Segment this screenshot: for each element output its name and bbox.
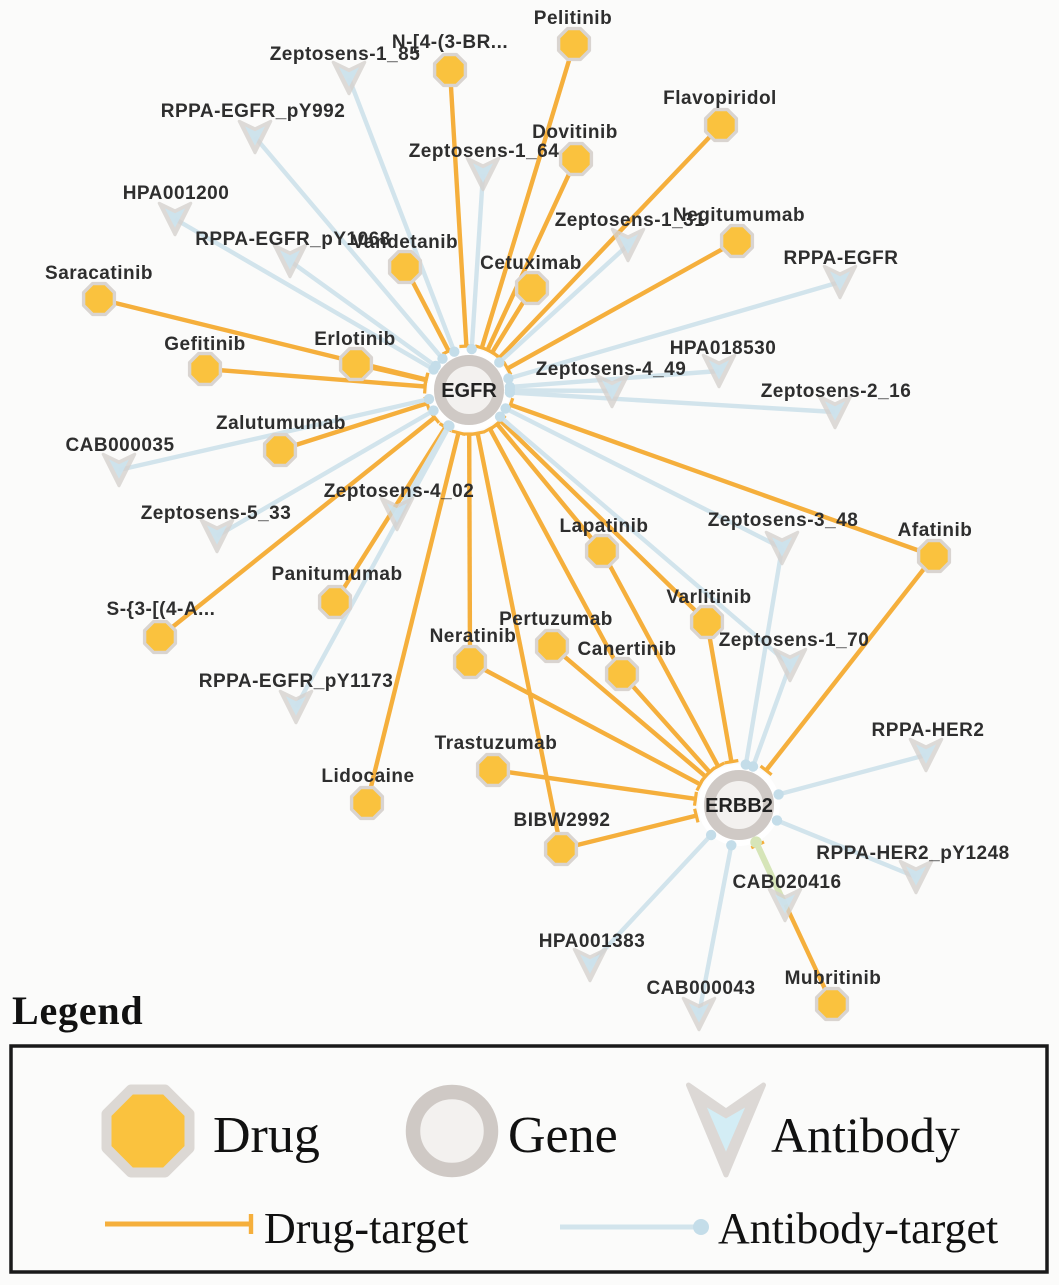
svg-text:RPPA-EGFR: RPPA-EGFR: [784, 248, 899, 269]
svg-text:Flavopiridol: Flavopiridol: [663, 88, 777, 109]
svg-text:Afatinib: Afatinib: [898, 520, 973, 541]
svg-text:Drug: Drug: [213, 1107, 320, 1164]
svg-text:CAB020416: CAB020416: [732, 872, 841, 893]
svg-text:Negitumumab: Negitumumab: [673, 205, 805, 226]
svg-text:Zeptosens-1_31: Zeptosens-1_31: [555, 210, 706, 231]
svg-text:Trastuzumab: Trastuzumab: [435, 733, 558, 754]
svg-text:Dovitinib: Dovitinib: [532, 122, 618, 143]
svg-text:CAB000043: CAB000043: [646, 978, 755, 999]
svg-text:Antibody: Antibody: [771, 1107, 960, 1163]
svg-text:Panitumumab: Panitumumab: [271, 564, 402, 585]
svg-text:RPPA-HER2: RPPA-HER2: [872, 720, 985, 741]
svg-text:HPA001383: HPA001383: [539, 931, 646, 952]
svg-text:Zeptosens-5_33: Zeptosens-5_33: [141, 503, 292, 524]
svg-text:RPPA-EGFR_pY992: RPPA-EGFR_pY992: [161, 101, 346, 122]
svg-text:Pelitinib: Pelitinib: [534, 8, 612, 29]
svg-text:Zeptosens-2_16: Zeptosens-2_16: [761, 381, 912, 402]
svg-text:Vandetanib: Vandetanib: [352, 232, 458, 253]
svg-text:Antibody-target: Antibody-target: [718, 1204, 998, 1253]
svg-text:Zeptosens-3_48: Zeptosens-3_48: [708, 510, 859, 531]
svg-text:Drug-target: Drug-target: [264, 1204, 468, 1253]
svg-text:Pertuzumab: Pertuzumab: [499, 609, 613, 630]
svg-text:BIBW2992: BIBW2992: [514, 810, 611, 831]
svg-text:ERBB2: ERBB2: [705, 795, 773, 817]
svg-text:Zalutumumab: Zalutumumab: [216, 413, 346, 434]
svg-text:Zeptosens-1_64: Zeptosens-1_64: [409, 141, 560, 162]
svg-text:RPPA-HER2_pY1248: RPPA-HER2_pY1248: [816, 843, 1010, 864]
svg-text:RPPA-EGFR_pY1173: RPPA-EGFR_pY1173: [199, 671, 394, 692]
svg-text:HPA018530: HPA018530: [670, 338, 777, 359]
svg-text:Gene: Gene: [508, 1107, 618, 1164]
svg-text:S-{3-[(4-A...: S-{3-[(4-A...: [107, 599, 216, 620]
svg-text:RPPA-EGFR_pY1068: RPPA-EGFR_pY1068: [195, 229, 391, 250]
svg-text:EGFR: EGFR: [441, 380, 497, 402]
svg-text:CAB000035: CAB000035: [65, 435, 174, 456]
svg-text:Gefitinib: Gefitinib: [164, 334, 246, 355]
svg-text:HPA001200: HPA001200: [123, 183, 230, 204]
svg-text:Cetuximab: Cetuximab: [480, 253, 582, 274]
svg-text:Mubritinib: Mubritinib: [785, 968, 882, 989]
svg-text:Varlitinib: Varlitinib: [666, 587, 751, 608]
svg-text:Legend: Legend: [12, 988, 143, 1033]
svg-text:Canertinib: Canertinib: [578, 639, 677, 660]
svg-text:Zeptosens-4_02: Zeptosens-4_02: [324, 481, 475, 502]
svg-text:Erlotinib: Erlotinib: [314, 329, 396, 350]
svg-text:Lapatinib: Lapatinib: [560, 516, 649, 537]
svg-text:Zeptosens-4_49: Zeptosens-4_49: [536, 359, 687, 380]
svg-text:Lidocaine: Lidocaine: [321, 766, 414, 787]
svg-text:Zeptosens-1_85: Zeptosens-1_85: [270, 44, 421, 65]
svg-text:N-[4-(3-BR...: N-[4-(3-BR...: [392, 32, 508, 53]
svg-text:Neratinib: Neratinib: [430, 626, 517, 647]
svg-text:Zeptosens-1_70: Zeptosens-1_70: [719, 630, 870, 651]
svg-text:Saracatinib: Saracatinib: [45, 263, 153, 284]
